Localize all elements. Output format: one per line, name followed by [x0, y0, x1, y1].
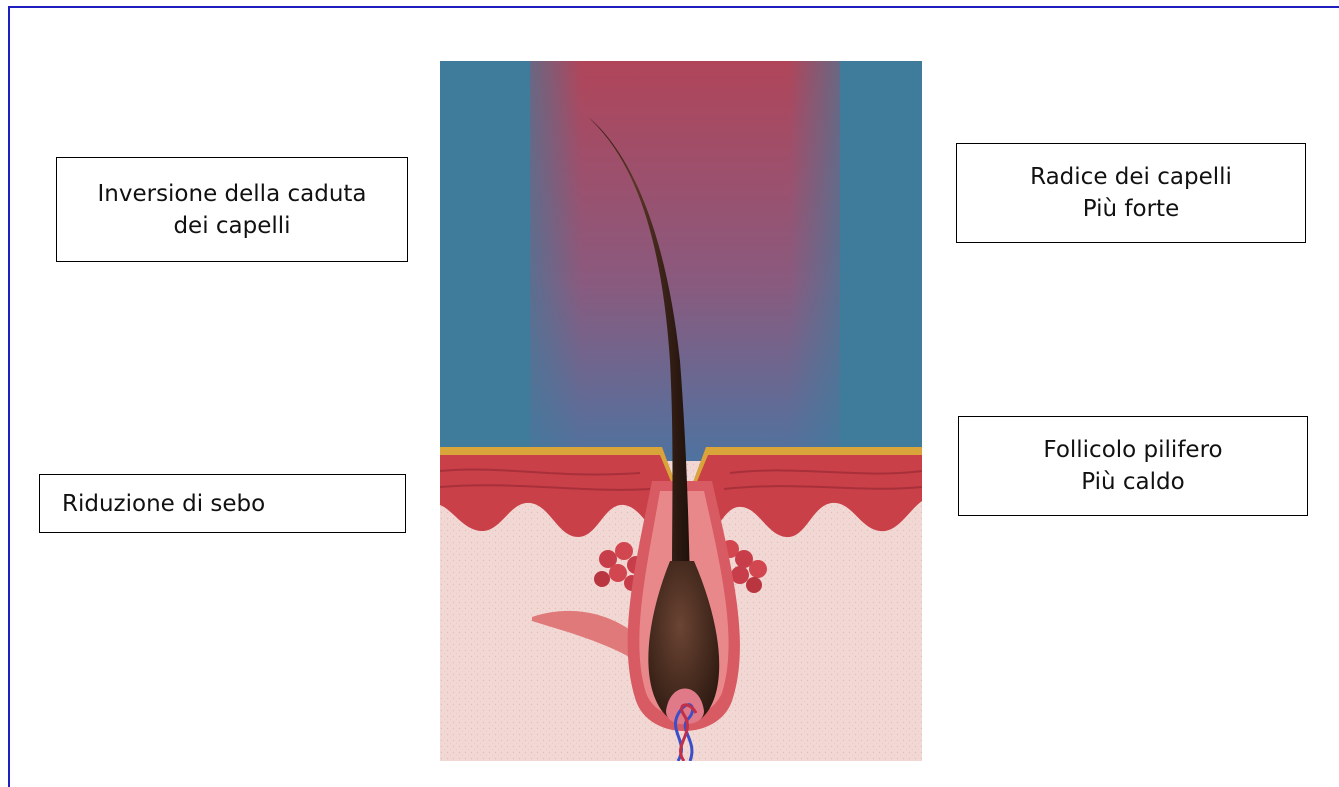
label-line: Inversione della caduta: [97, 178, 366, 210]
label-line: Più forte: [1083, 193, 1179, 225]
label-hair-root-stronger: Radice dei capelli Più forte: [956, 143, 1306, 243]
frame-left-border: [8, 6, 10, 787]
label-line: Radice dei capelli: [1030, 161, 1232, 193]
background-glow-fade: [500, 61, 870, 461]
frame-top-border: [8, 6, 1339, 8]
hair-follicle-illustration: [440, 61, 922, 761]
label-line: Riduzione di sebo: [62, 488, 265, 520]
label-line: Follicolo pilifero: [1043, 434, 1222, 466]
label-follicle-warmer: Follicolo pilifero Più caldo: [958, 416, 1308, 516]
label-hair-loss-reversal: Inversione della caduta dei capelli: [56, 157, 408, 262]
label-line: Più caldo: [1081, 466, 1184, 498]
label-sebum-reduction: Riduzione di sebo: [39, 474, 406, 533]
label-line: dei capelli: [173, 210, 290, 242]
